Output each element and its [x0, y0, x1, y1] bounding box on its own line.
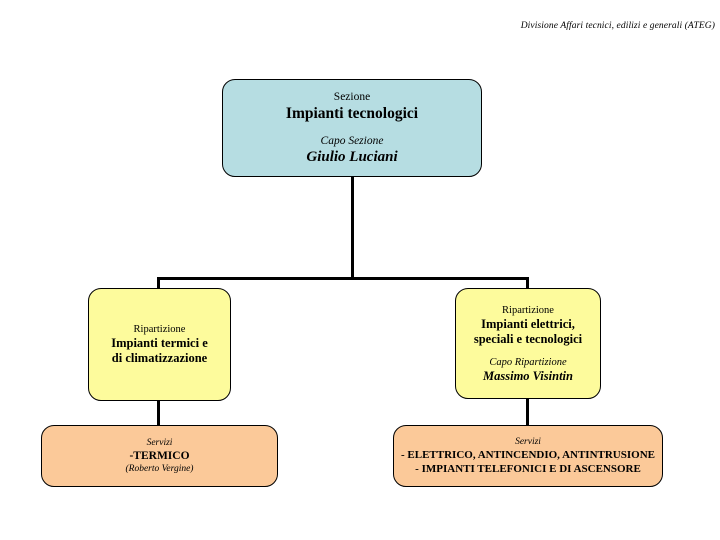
ripartizione-elettrici-unit-name-line1: Impianti elettrici,	[481, 316, 575, 331]
servizi-elettrico-role-label: Servizi	[515, 437, 541, 447]
ripartizione-termici-unit-name-line1: Impianti termici e	[111, 336, 208, 350]
connector-elettrici-to-servizi	[526, 398, 529, 426]
sezione-manager-role: Capo Sezione	[320, 134, 384, 147]
node-servizi-termico[interactable]: Servizi -TERMICO (Roberto Vergine)	[41, 425, 278, 487]
connector-sezione-trunk	[351, 177, 354, 279]
connector-termici-to-servizi	[157, 400, 160, 426]
node-ripartizione-impianti-termici[interactable]: Ripartizione Impianti termici e di clima…	[88, 288, 231, 401]
connector-stub-left	[157, 277, 160, 290]
ripartizione-elettrici-manager-role: Capo Ripartizione	[489, 356, 567, 368]
ripartizione-termici-unit-name-line2: di climatizzazione	[111, 351, 208, 365]
node-servizi-elettrico[interactable]: Servizi - ELETTRICO, ANTINCENDIO, ANTINT…	[393, 425, 663, 487]
servizi-termico-role-label: Servizi	[146, 437, 173, 448]
servizi-termico-responsible-note: (Roberto Vergine)	[125, 463, 194, 474]
sezione-role-label: Sezione	[333, 90, 371, 103]
connector-stub-right	[526, 277, 529, 290]
ripartizione-elettrici-manager-name: Massimo Visintin	[483, 368, 573, 383]
connector-horizontal-bus	[157, 277, 529, 280]
ripartizione-elettrici-unit-name-line2: speciali e tecnologici	[473, 331, 583, 346]
ripartizione-termici-role-label: Ripartizione	[133, 324, 186, 335]
servizi-elettrico-service-line1: - ELETTRICO, ANTINCENDIO, ANTINTRUSIONE	[401, 449, 655, 461]
node-ripartizione-impianti-elettrici[interactable]: Ripartizione Impianti elettrici, special…	[455, 288, 601, 399]
servizi-elettrico-service-line2: - IMPIANTI TELEFONICI E DI ASCENSORE	[415, 463, 641, 475]
servizi-termico-service-name: -TERMICO	[129, 449, 190, 462]
sezione-manager-name: Giulio Luciani	[306, 148, 398, 165]
division-caption: Divisione Affari tecnici, edilizi e gene…	[520, 21, 715, 31]
node-sezione-impianti-tecnologici[interactable]: Sezione Impianti tecnologici Capo Sezion…	[222, 79, 482, 177]
sezione-unit-name: Impianti tecnologici	[285, 104, 419, 122]
ripartizione-elettrici-role-label: Ripartizione	[502, 304, 554, 316]
